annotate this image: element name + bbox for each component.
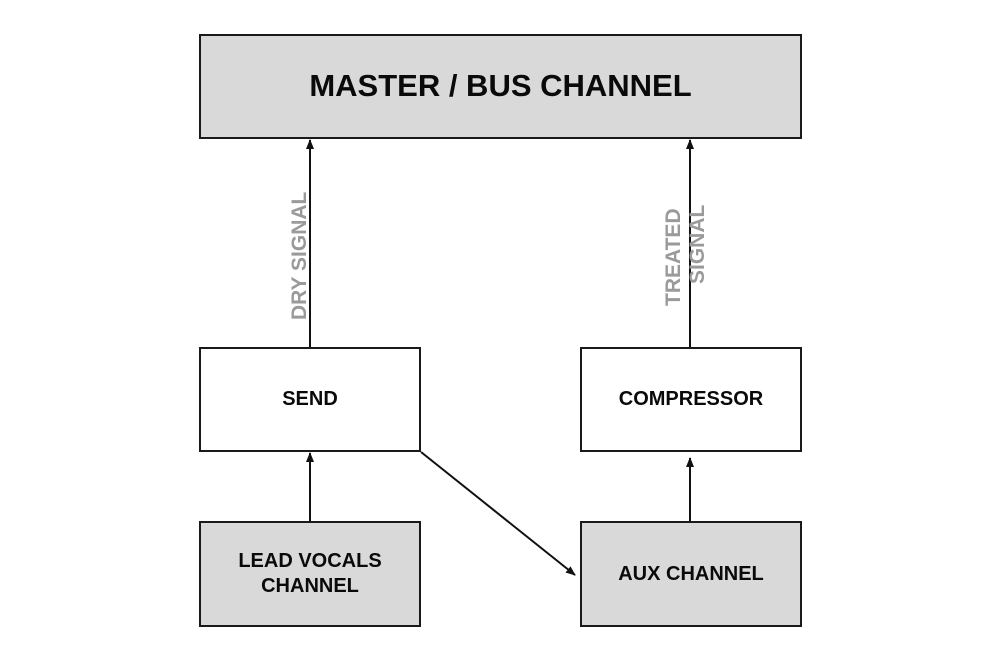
arrow-send-to-aux bbox=[420, 451, 576, 576]
send-label: SEND bbox=[282, 388, 338, 410]
treated-signal-line1: TREATED bbox=[662, 208, 685, 306]
compressor-label: COMPRESSOR bbox=[618, 388, 764, 410]
aux-channel-label: AUX CHANNEL bbox=[618, 562, 764, 585]
treated-signal-line2: SIGNAL bbox=[686, 204, 710, 284]
lead-vocals-label-line2: CHANNEL bbox=[261, 575, 359, 597]
lead-vocals-channel-node: LEAD VOCALS CHANNEL bbox=[199, 521, 421, 627]
master-bus-channel-node: MASTER / BUS CHANNEL bbox=[199, 34, 802, 139]
treated-signal-label: TREATED SIGNAL bbox=[662, 196, 712, 306]
master-bus-channel-label: MASTER / BUS CHANNEL bbox=[309, 68, 692, 104]
dry-signal-label: DRY SIGNAL bbox=[288, 180, 312, 320]
dry-signal-text: DRY SIGNAL bbox=[288, 191, 311, 320]
lead-vocals-label-line1: LEAD VOCALS bbox=[238, 550, 382, 572]
compressor-node: COMPRESSOR bbox=[580, 347, 802, 452]
send-node: SEND bbox=[199, 347, 421, 452]
aux-channel-node: AUX CHANNEL bbox=[580, 521, 802, 627]
